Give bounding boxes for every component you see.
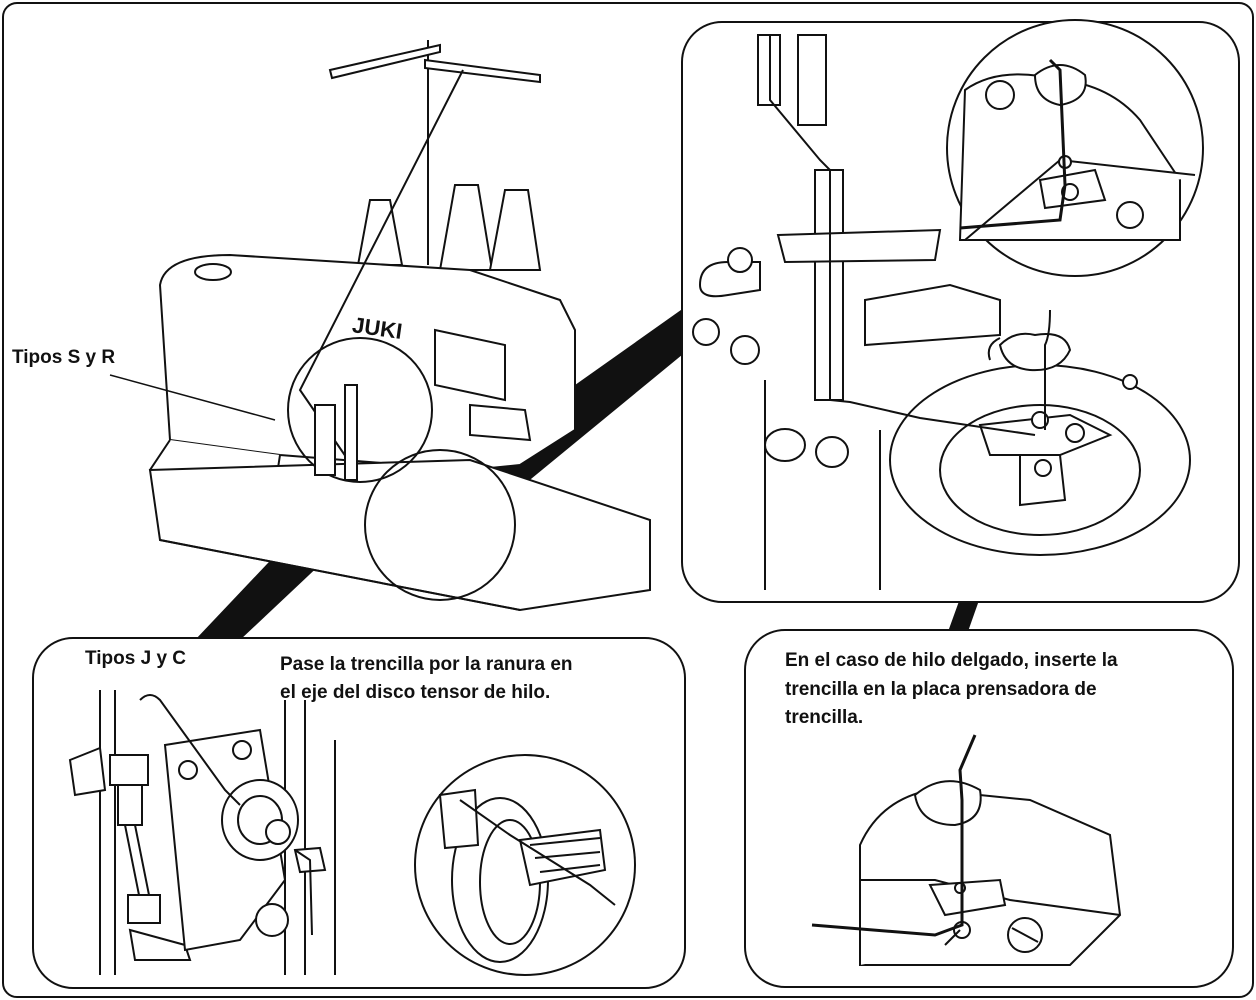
pointer-line-types-s-r [109, 374, 276, 421]
panel-bottom-left [32, 637, 686, 989]
thread-path-top-right [769, 35, 1067, 436]
label-types-j-c: Tipos J y C [85, 648, 187, 669]
label-groove-line-1: Pase la trencilla por la ranura en [280, 654, 573, 675]
label-thin-line-2: trencilla en la placa prensadora de [785, 679, 1097, 700]
thread-path-bottom-right [811, 734, 977, 937]
label-thin-line-1: En el caso de hilo delgado, inserte la [785, 650, 1118, 671]
callout-wedge-bottom-left [195, 545, 325, 640]
thread-path-bottom-left [139, 694, 616, 936]
label-groove-line-2: el eje del disco tensor de hilo. [280, 682, 551, 703]
label-thin-line-3: trencilla. [785, 707, 864, 728]
panel-top-right [681, 19, 1240, 603]
panel-bottom-right [744, 629, 1234, 988]
sewing-machine-main [148, 40, 651, 612]
label-types-s-r: Tipos S y R [12, 347, 116, 368]
